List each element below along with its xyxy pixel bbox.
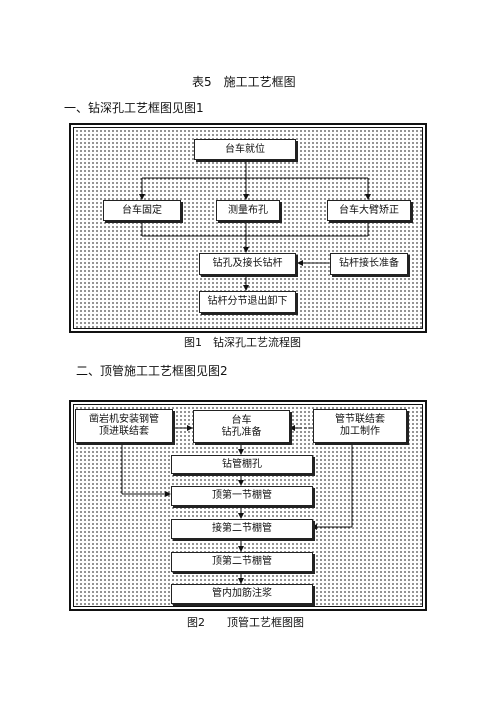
table-title: 表5 施工工艺框图	[192, 75, 296, 89]
box-label-line2: 加工制作	[340, 426, 380, 437]
box-grouting: 管内加筋注浆	[171, 584, 313, 604]
box-coupling-fabrication: 管节联结套 加工制作	[313, 409, 407, 443]
box-label-line2: 顶进联结套	[99, 426, 149, 437]
section2-heading: 二、顶管施工工艺框图见图2	[76, 364, 228, 378]
box-label: 测量布孔	[228, 204, 268, 216]
box-label: 钻管棚孔	[222, 458, 262, 470]
box-rock-drill-coupling: 凿岩机安装钢管 顶进联结套	[75, 409, 173, 443]
box-measure-holes: 测量布孔	[216, 200, 280, 221]
box-push-first-pipe: 顶第一节棚管	[171, 486, 313, 506]
box-trolley-fix: 台车固定	[103, 200, 181, 221]
box-label: 接第二节棚管	[212, 523, 272, 534]
figure1-caption: 图1 钻深孔工艺流程图	[184, 336, 301, 349]
box-rod-retract: 钻杆分节退出卸下	[199, 291, 296, 313]
box-label: 顶第二节棚管	[212, 556, 272, 567]
box-label-line1: 管节联结套	[335, 414, 385, 425]
box-label: 台车就位	[225, 143, 265, 155]
box-label-line1: 台车	[231, 414, 252, 426]
box-label-line2: 钻孔准备	[221, 426, 262, 438]
box-label-line1: 凿岩机安装钢管	[89, 414, 159, 425]
box-label: 台车大臂矫正	[339, 204, 399, 216]
box-arm-correction: 台车大臂矫正	[327, 200, 411, 221]
box-drill-extend: 钻孔及接长钻杆	[199, 253, 296, 275]
box-push-second-pipe: 顶第二节棚管	[171, 552, 313, 572]
box-trolley-drill-prep: 台车 钻孔准备	[193, 410, 290, 443]
box-join-second-pipe: 接第二节棚管	[171, 519, 313, 539]
box-label: 钻孔及接长钻杆	[212, 258, 283, 269]
box-label: 钻杆接长准备	[339, 258, 399, 269]
section1-heading: 一、钻深孔工艺框图见图1	[64, 101, 204, 115]
box-label: 管内加筋注浆	[212, 588, 272, 599]
box-label: 钻杆分节退出卸下	[207, 296, 288, 307]
figure2-caption: 图2 顶管工艺框图图	[187, 616, 304, 629]
box-label: 顶第一节棚管	[212, 490, 272, 501]
box-label: 台车固定	[122, 204, 162, 216]
box-rod-prep: 钻杆接长准备	[330, 253, 408, 275]
box-trolley-positioning: 台车就位	[194, 139, 296, 160]
box-drill-pipe-shed: 钻管棚孔	[171, 455, 313, 474]
